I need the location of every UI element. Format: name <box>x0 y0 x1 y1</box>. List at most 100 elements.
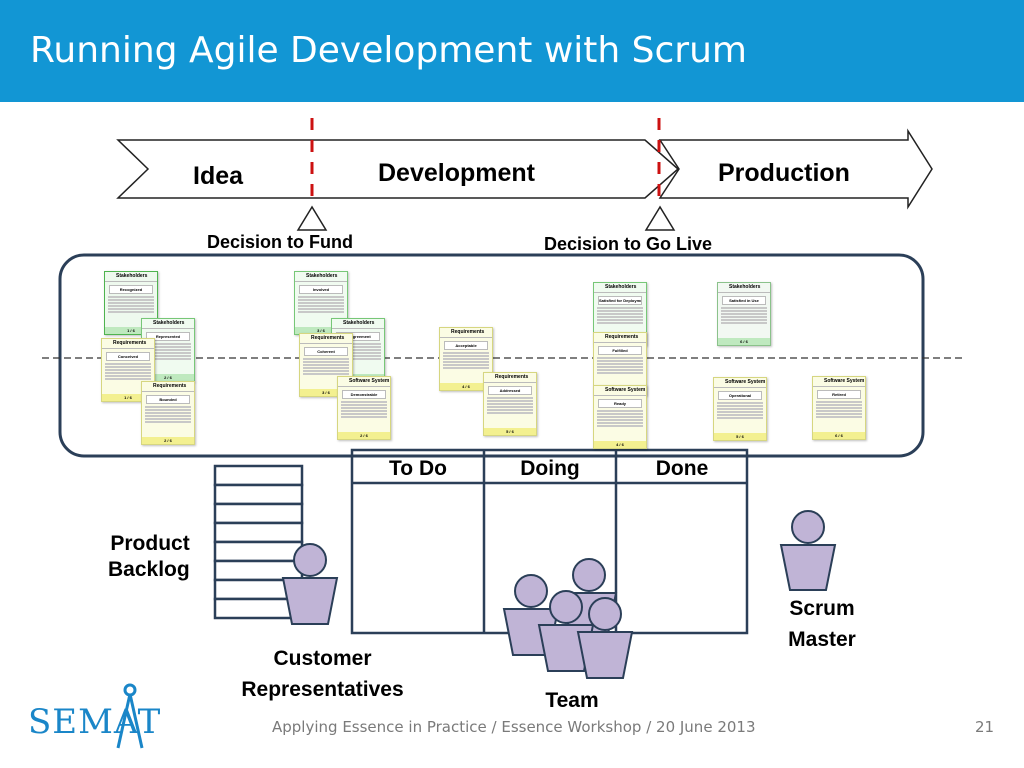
alpha-card-title: Stakeholders <box>718 283 770 293</box>
customer-representative-figure <box>281 543 339 625</box>
alpha-card-checklist-line <box>145 343 191 345</box>
alpha-card-checklist-line <box>298 299 344 301</box>
alpha-card-title: Software System <box>813 377 865 387</box>
alpha-card-checklist-line <box>597 419 643 421</box>
alpha-card-checklist-line <box>717 405 763 407</box>
alpha-card-checklist-line <box>717 414 763 416</box>
alpha-card-checklist-line <box>341 416 387 418</box>
alpha-card-checklist-line <box>145 352 191 354</box>
alpha-card-checklist-line <box>335 355 381 357</box>
alpha-card-checklist-line <box>335 346 381 348</box>
alpha-card-state: Recognized <box>109 285 153 294</box>
alpha-card-title: Stakeholders <box>594 283 646 293</box>
alpha-card-state: Bounded <box>146 395 190 404</box>
alpha-card-checklist-line <box>721 307 767 309</box>
alpha-card-count: 2 / 6 <box>338 432 390 439</box>
alpha-card-checklist-line <box>108 296 154 298</box>
scrum-master-label: Scrum Master <box>788 597 856 651</box>
alpha-card-checklist-line <box>487 403 533 405</box>
alpha-card-checklist-line <box>597 307 643 309</box>
alpha-card-title: Stakeholders <box>142 319 194 329</box>
product-backlog-label: Product Backlog <box>108 532 190 581</box>
alpha-card-checklist-line <box>145 421 191 423</box>
alpha-card-checklist-line <box>105 378 151 380</box>
alpha-card-state: Retired <box>817 390 861 399</box>
alpha-card-checklist-line <box>145 418 191 420</box>
alpha-card-checklist-line <box>105 375 151 377</box>
alpha-card-state: Operational <box>718 391 762 400</box>
alpha-card-checklist-line <box>145 409 191 411</box>
alpha-card-checklist-line <box>721 310 767 312</box>
alpha-card-checklist-line <box>105 372 151 374</box>
alpha-card-checklist-line <box>597 366 643 368</box>
footer-text: Applying Essence in Practice / Essence W… <box>272 718 756 736</box>
alpha-card-checklist-line <box>108 308 154 310</box>
alpha-card-checklist-line <box>145 358 191 360</box>
alpha-card-checklist-line <box>145 355 191 357</box>
phase-idea: Idea <box>193 162 244 190</box>
alpha-card-count: 2 / 6 <box>142 437 194 444</box>
alpha-card-checklist-line <box>105 366 151 368</box>
column-todo: To Do <box>389 457 447 480</box>
alpha-card-checklist-line <box>597 357 643 359</box>
phase-development: Development <box>378 159 535 187</box>
alpha-card-checklist-line <box>443 364 489 366</box>
alpha-card-checklist-line <box>443 355 489 357</box>
phase-production: Production <box>718 159 850 187</box>
alpha-card-checklist-line <box>303 358 349 360</box>
alpha-card-count: 1 / 6 <box>105 327 157 334</box>
alpha-card-checklist-line <box>721 316 767 318</box>
alpha-card-state: Demonstrable <box>342 390 386 399</box>
alpha-card-checklist-line <box>717 417 763 419</box>
alpha-card-count: 4 / 6 <box>594 441 646 448</box>
alpha-card-checklist-line <box>341 404 387 406</box>
alpha-card-checklist-line <box>335 358 381 360</box>
alpha-card-checklist-line <box>597 416 643 418</box>
alpha-card-count: 2 / 6 <box>142 374 194 381</box>
alpha-card-state: Involved <box>299 285 343 294</box>
alpha-card-checklist-line <box>717 402 763 404</box>
alpha-card-title: Requirements <box>142 382 194 392</box>
alpha-card-title: Requirements <box>102 339 154 349</box>
scrum-master-figure <box>779 510 837 591</box>
alpha-card-checklist-line <box>597 410 643 412</box>
alpha-card-checklist-line <box>298 305 344 307</box>
alpha-card-state: Addressed <box>488 386 532 395</box>
alpha-card-checklist-line <box>816 416 862 418</box>
alpha-card-checklist-line <box>108 302 154 304</box>
semat-logo: SEMAT <box>28 702 162 742</box>
column-done: Done <box>655 457 709 480</box>
alpha-card-checklist-line <box>341 407 387 409</box>
alpha-card-checklist-line <box>717 411 763 413</box>
alpha-card-title: Software System <box>714 378 766 388</box>
golive-triangle <box>644 205 676 231</box>
alpha-card-checklist-line <box>303 373 349 375</box>
alpha-card-checklist-line <box>443 367 489 369</box>
decision-to-fund-label: Decision to Fund <box>207 232 353 252</box>
alpha-card-checklist-line <box>597 319 643 321</box>
alpha-card-checklist-line <box>105 363 151 365</box>
alpha-card-checklist-line <box>597 322 643 324</box>
alpha-card-checklist-line <box>303 367 349 369</box>
alpha-card-state: Represented <box>146 332 190 341</box>
alpha-card-count: 5 / 6 <box>714 433 766 440</box>
alpha-card-count: 6 / 6 <box>718 338 770 345</box>
alpha-card-title: Requirements <box>300 334 352 344</box>
alpha-card-count: 5 / 6 <box>484 428 536 435</box>
alpha-card-checklist-line <box>487 397 533 399</box>
alpha-card-checklist-line <box>341 413 387 415</box>
alpha-card-state: Coherent <box>304 347 348 356</box>
column-doing: Doing <box>520 457 580 480</box>
alpha-card-checklist-line <box>298 308 344 310</box>
customer-representatives-label: Customer Representatives <box>241 647 404 701</box>
slide-title: Running Agile Development with Scrum <box>30 30 747 71</box>
alpha-card-checklist-line <box>717 408 763 410</box>
alpha-card-checklist-line <box>597 316 643 318</box>
alpha-card-checklist-line <box>298 302 344 304</box>
alpha-card-checklist-line <box>816 413 862 415</box>
alpha-card-checklist-line <box>145 406 191 408</box>
production-arrow <box>658 128 933 210</box>
alpha-card-title: Requirements <box>484 373 536 383</box>
alpha-card-checklist-line <box>487 412 533 414</box>
